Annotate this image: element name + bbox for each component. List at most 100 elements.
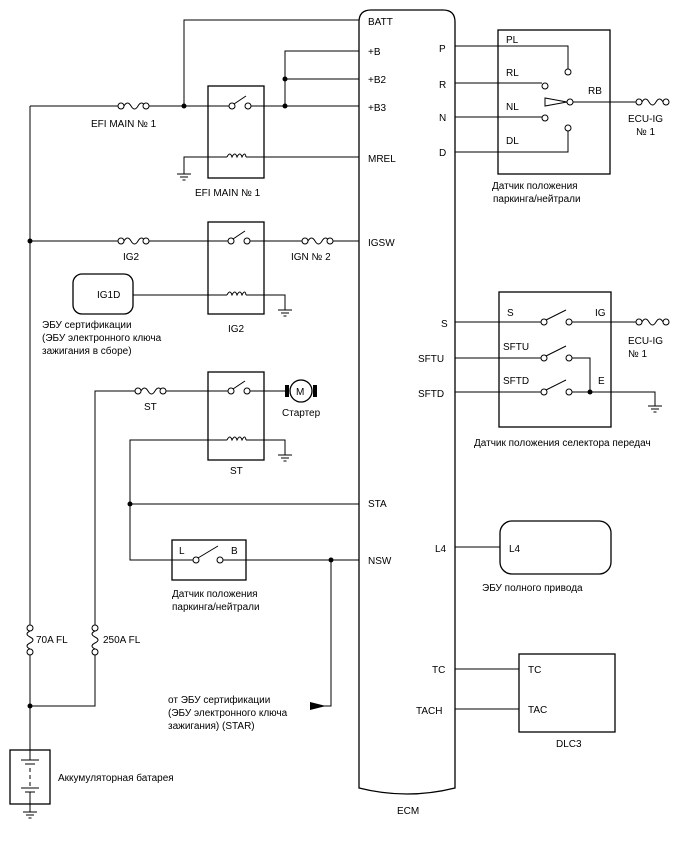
fl70-fuse: [26, 624, 34, 656]
st-fuse-label: ST: [144, 402, 157, 413]
pn-switch-line1: Датчик положения: [172, 589, 258, 600]
shift-ground-wiring: [611, 391, 656, 406]
from-cert-line3: зажигания) (STAR): [168, 721, 255, 732]
awd-ecu-caption: ЭБУ полного привода: [482, 583, 583, 594]
shift-sftu: SFTU: [503, 342, 529, 353]
from-cert-line1: от ЭБУ сертификации: [168, 694, 270, 706]
awd-ecu-box: [499, 520, 612, 575]
shift-sftd: SFTD: [503, 376, 529, 387]
pn-rb: RB: [588, 86, 602, 97]
dlc3-tc: TC: [528, 665, 541, 676]
ig1d-label: IG1D: [97, 290, 120, 301]
pn-rl: RL: [506, 68, 519, 79]
ign2-fuse-label: IGN № 2: [291, 252, 331, 263]
shift-sensor-wiring: [455, 321, 499, 393]
starter-motor: [285, 379, 317, 403]
ecm-box: [358, 9, 456, 795]
cert-ecu-line1: ЭБУ сертификации: [42, 319, 132, 331]
efi-main-fuse: [117, 102, 150, 110]
cert-ecu-line2: (ЭБУ электронного ключа: [42, 333, 162, 344]
pin-sftd: SFTD: [418, 389, 444, 400]
ground-icon: [278, 454, 292, 462]
pin-b3: +B3: [368, 103, 387, 114]
pin-igsw: IGSW: [368, 238, 395, 249]
ground-icon: [648, 405, 662, 413]
from-cert-line2: (ЭБУ электронного ключа: [168, 708, 288, 719]
pin-batt: BATT: [368, 17, 393, 28]
efi-main-fuse-label: EFI MAIN № 1: [91, 119, 157, 130]
junction-dot: [587, 389, 593, 395]
pin-r: R: [439, 80, 446, 91]
pn-switch-contacts: [192, 545, 224, 564]
pn-sensor-caption1: Датчик положения: [492, 181, 578, 192]
efi-main-relay: [207, 85, 265, 179]
pn-sensor-contacts: [498, 45, 610, 153]
pin-tc: TC: [432, 665, 445, 676]
shift-sensor-box: [498, 291, 612, 428]
dlc3-wiring: [455, 668, 519, 710]
pin-p: P: [439, 44, 446, 55]
ground-icon: [23, 811, 37, 819]
cert-ecu-line3: зажигания в сборе): [42, 345, 132, 357]
pn-switch: [171, 539, 247, 581]
pin-b: +B: [368, 47, 381, 58]
pn-switch-b: B: [231, 546, 238, 557]
pin-d: D: [439, 148, 446, 159]
pn-switch-l: L: [179, 546, 185, 557]
ecu-ig-fuse-mid: [611, 318, 670, 326]
pn-pl: PL: [506, 35, 519, 46]
pn-dl: DL: [506, 136, 519, 147]
pin-l4: L4: [435, 544, 447, 555]
ground-icon: [177, 173, 191, 181]
st-relay-contacts: [227, 380, 251, 395]
efi-main-relay-coil: [226, 153, 247, 159]
pin-s: S: [441, 319, 448, 330]
cert-ecu-ig1d: [72, 273, 134, 315]
battery-icon: [21, 750, 39, 812]
ecu-ig-mid-line2: № 1: [628, 349, 648, 360]
ig2-fuse: [117, 237, 150, 245]
ig2-fuse-label: IG2: [123, 252, 140, 263]
pin-mrel: MREL: [368, 154, 396, 165]
dlc3-caption: DLC3: [556, 739, 582, 750]
ecm-label: ECM: [397, 806, 419, 817]
efi-main-relay-label: EFI MAIN № 1: [195, 188, 261, 199]
starter-label: Стартер: [282, 408, 321, 419]
ig2-relay-label: IG2: [228, 324, 245, 335]
pn-sensor-caption2: паркинга/нейтрали: [493, 194, 581, 205]
dlc3-box: [518, 653, 616, 733]
power-wiring: [30, 19, 359, 174]
ecu-ig-mid-line1: ECU-IG: [628, 336, 663, 347]
ign2-fuse: [301, 237, 334, 245]
arrow-icon: [310, 702, 326, 710]
st-relay-coil: [129, 436, 286, 504]
ground-icon: [278, 309, 292, 317]
ecu-ig-top-line1: ECU-IG: [628, 114, 663, 125]
st-wiring: [94, 390, 285, 625]
starter-symbol: M: [296, 387, 304, 398]
battery-label: Аккумуляторная батарея: [58, 772, 174, 784]
junction-dot: [328, 557, 334, 563]
ecu-ig-fuse-top: [610, 98, 670, 106]
shift-ig: IG: [595, 308, 606, 319]
ig2-relay-contacts: [227, 230, 251, 245]
dlc3-tac: TAC: [528, 705, 547, 716]
pin-n: N: [439, 113, 446, 124]
efi-main-relay-contacts: [228, 95, 252, 110]
pin-sta: STA: [368, 499, 387, 510]
pn-nl: NL: [506, 102, 519, 113]
junction-dot: [181, 103, 187, 109]
junction-dot: [27, 703, 33, 709]
fl250-label: 250A FL: [103, 635, 141, 646]
st-relay: [207, 371, 265, 461]
pin-nsw: NSW: [368, 556, 392, 567]
pn-sensor-wiring: [455, 45, 498, 153]
shift-sensor-caption: Датчик положения селектора передач: [474, 438, 651, 449]
fl250-fuse: [91, 624, 99, 656]
pin-sftu: SFTU: [418, 354, 444, 365]
junction-dot: [127, 501, 133, 507]
ig2-relay: [207, 221, 265, 315]
pin-tach: TACH: [416, 706, 442, 717]
pn-switch-line2: паркинга/нейтрали: [172, 602, 260, 613]
